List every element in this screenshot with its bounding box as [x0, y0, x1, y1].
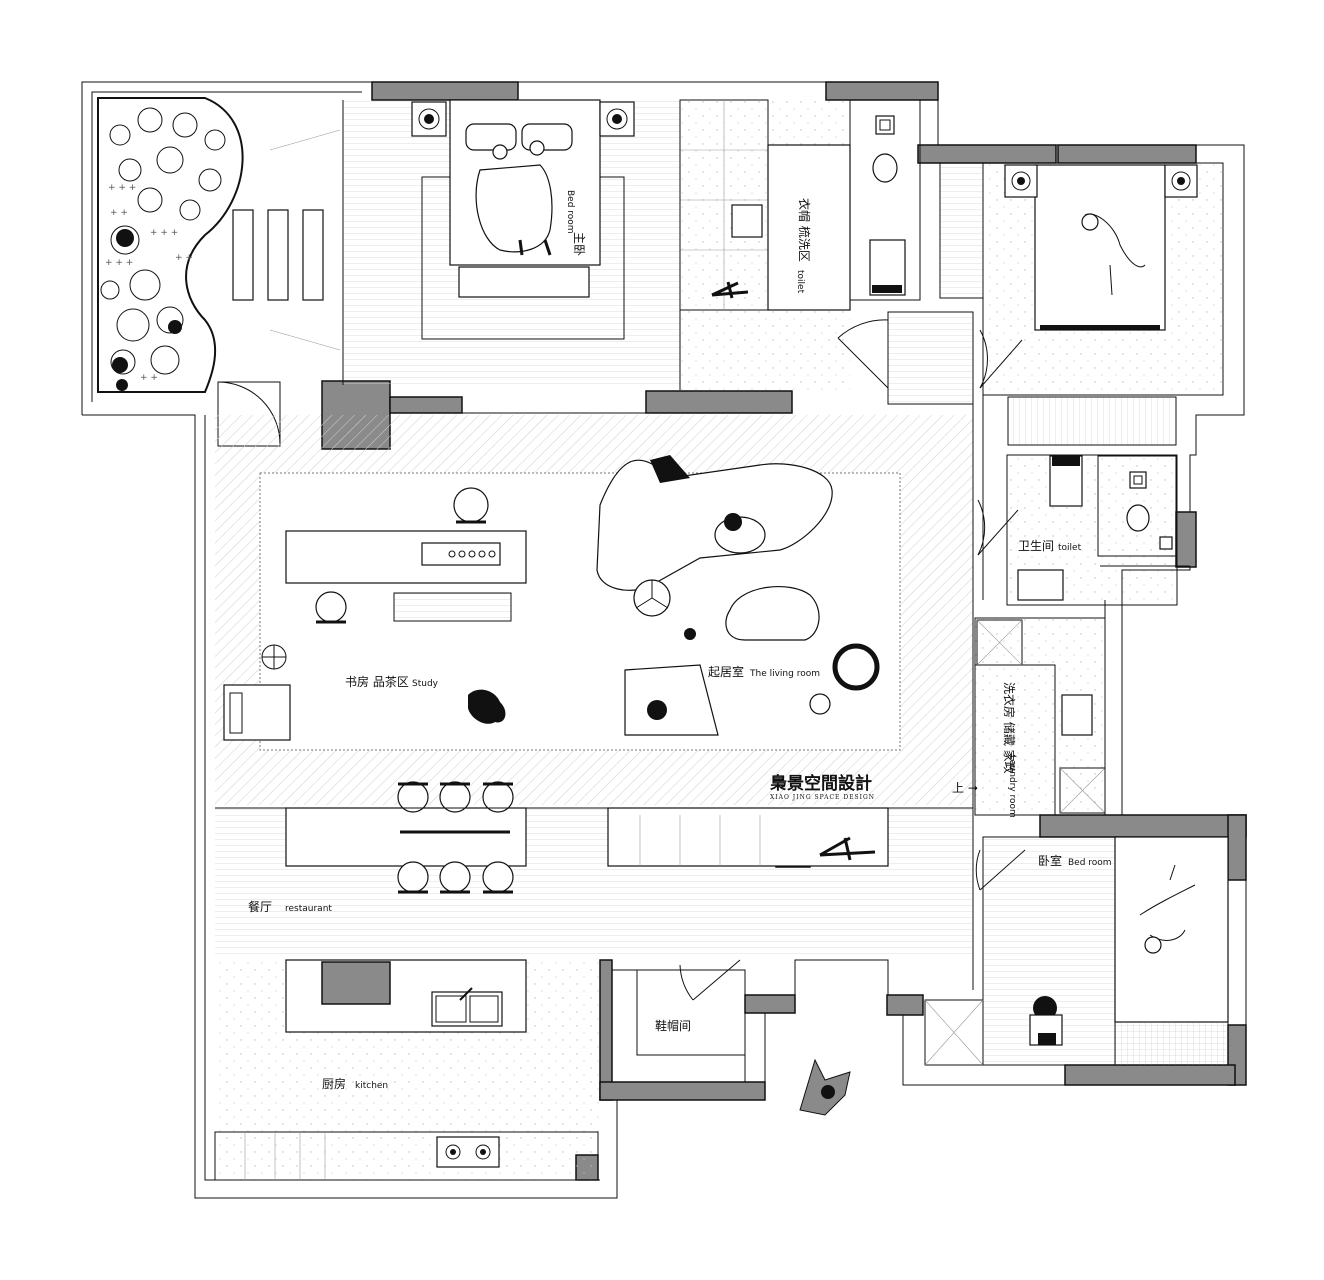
- living-label-cn: 起居室: [708, 664, 744, 679]
- bedroom-three: 卧室 Bed room: [924, 836, 1229, 1066]
- svg-text:+ + +: + + +: [105, 258, 133, 268]
- toilet-label-cn: 卫生间: [1018, 539, 1054, 553]
- wall-block: [371, 81, 519, 101]
- svg-text:+ +: + +: [175, 253, 193, 263]
- wall-block: [599, 1081, 766, 1101]
- wall-block: [1064, 1064, 1236, 1086]
- kitchen-area: 厨房 kitchen: [214, 959, 600, 1181]
- brand-mark: 梟景空間設計 XIAO JING SPACE DESIGN: [769, 773, 875, 801]
- interior-partitions: [215, 100, 1190, 990]
- svg-text:+ + +: + + +: [150, 228, 178, 238]
- toilet-fixture: [1126, 504, 1150, 532]
- wardrobe-label-cn: 衣帽 梳洗区: [797, 198, 812, 262]
- wall-block: [825, 81, 939, 101]
- person-figure: [799, 1058, 851, 1116]
- wall-block: [645, 390, 793, 414]
- pillow: [465, 123, 517, 151]
- cooktop: [436, 1136, 500, 1168]
- bench: [458, 266, 590, 298]
- sideboard: [607, 807, 889, 867]
- toilet-fixture: [872, 153, 898, 183]
- structural-column: [1175, 511, 1197, 568]
- kitchen-label-en: kitchen: [355, 1081, 388, 1091]
- shoe-room-label: 鞋帽间: [655, 1018, 691, 1033]
- wardrobe-wash-area: 衣帽 梳洗区 toilet: [679, 99, 974, 405]
- svg-text:+ + +: + + +: [108, 183, 136, 193]
- living-study-area: 书房 品茶区 Study 起居室 The living room: [215, 415, 973, 805]
- wall-block: [917, 144, 1057, 164]
- toilet-room: 卫生间 toilet: [977, 454, 1178, 606]
- study-label-cn: 书房 品茶区: [345, 674, 409, 689]
- second-bedroom: [939, 162, 1224, 446]
- dining-label-cn: 餐厅: [248, 899, 272, 914]
- study-desk: [285, 530, 527, 584]
- brand-subtitle: XIAO JING SPACE DESIGN: [770, 794, 875, 801]
- dining-chairs: [397, 781, 514, 894]
- dining-area: 餐厅 restaurant: [215, 781, 973, 958]
- master-bedroom-label-cn: 主卧: [572, 232, 586, 256]
- laundry-label-cn: 洗衣房 储藏 家政: [1002, 682, 1017, 774]
- pillow: [521, 123, 573, 151]
- stair-up-label: 上 →: [952, 781, 978, 795]
- living-label-en: The living room: [749, 669, 820, 679]
- wall-block: [744, 994, 796, 1014]
- svg-text:+ +: + +: [140, 373, 158, 383]
- structural-column: [1227, 814, 1247, 881]
- lounge-chair: [223, 684, 291, 741]
- garden-area: + + + + + + + + + + + + + + +: [97, 97, 341, 447]
- dining-label-en: restaurant: [285, 904, 332, 914]
- wall-block: [599, 959, 613, 1101]
- armchair: [453, 487, 489, 523]
- floor-cushion: [624, 664, 719, 736]
- kitchen-label-cn: 厨房: [322, 1076, 346, 1091]
- sink: [1061, 694, 1093, 736]
- wardrobe-label-en: toilet: [795, 270, 805, 294]
- stool: [315, 591, 347, 623]
- shoe-room: 鞋帽间: [611, 959, 746, 1083]
- round-chair: [832, 643, 880, 691]
- svg-text:+ +: + +: [110, 208, 128, 218]
- sink: [1017, 569, 1064, 601]
- bedroom3-label-cn: 卧室: [1038, 853, 1062, 868]
- dining-table: [285, 807, 527, 867]
- bed: [1114, 836, 1229, 1023]
- sink: [431, 991, 503, 1027]
- sink: [731, 204, 763, 238]
- sofa: [596, 459, 833, 591]
- laundry-label-en: Laundry room: [1007, 755, 1017, 818]
- toilet-label-en: toilet: [1058, 543, 1082, 553]
- study-label-en: Study: [412, 679, 439, 689]
- wall-block: [1039, 814, 1247, 838]
- master-bedroom-label-en: Bed room: [565, 190, 575, 234]
- bed: [1034, 164, 1166, 331]
- dog-rug: [468, 689, 506, 724]
- wall-block: [886, 994, 924, 1016]
- brand-name: 梟景空間設計: [769, 773, 872, 794]
- master-bedroom: 主卧 Bed room: [343, 99, 680, 385]
- bedroom3-label-en: Bed room: [1068, 858, 1112, 868]
- wall-block: [1057, 144, 1197, 164]
- ottoman: [725, 585, 820, 641]
- wall-block: [389, 396, 463, 414]
- laundry-room: 洗衣房 储藏 家政 Laundry room 上 →: [952, 617, 1106, 818]
